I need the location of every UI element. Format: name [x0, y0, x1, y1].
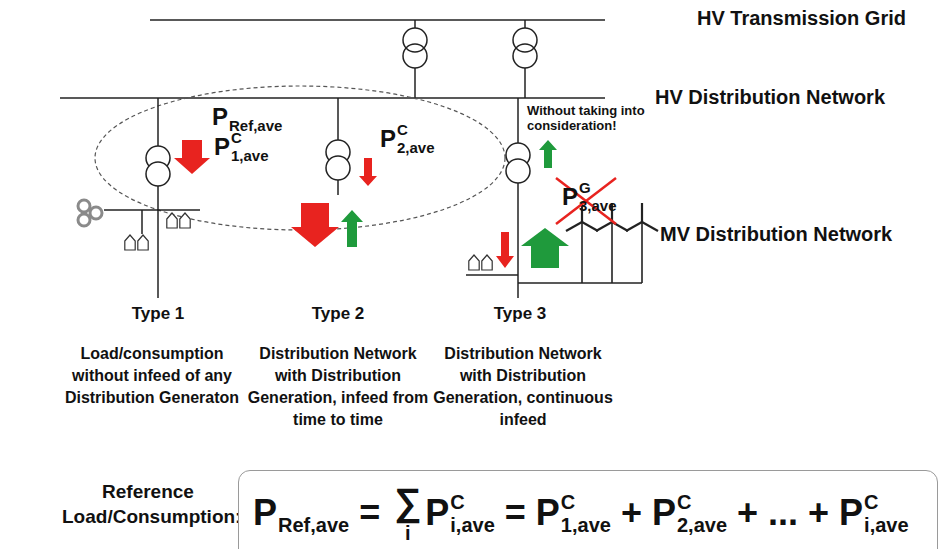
subscript: i,ave [450, 515, 494, 535]
house-icon [167, 213, 177, 228]
subscript: 1,ave [231, 148, 269, 163]
type-label: Type 1 [108, 304, 208, 324]
superscript: C [561, 492, 575, 512]
house-icon [469, 255, 479, 270]
level-label: HV Transmission Grid [697, 7, 906, 30]
power-symbol: P [536, 495, 560, 531]
subscript: 3,ave [579, 198, 617, 213]
consumption-arrow [359, 158, 377, 186]
index-stack: G 3,ave [579, 180, 617, 213]
house-icon [180, 213, 190, 228]
power-symbol: P [839, 495, 863, 531]
superscript: G [579, 180, 591, 195]
type-label: Type 2 [288, 304, 388, 324]
index-stack: C 2,ave [677, 492, 727, 535]
math-operator: + ... + [737, 495, 829, 531]
type-description: Distribution Network with Distribution G… [433, 343, 613, 431]
subscript: 2,ave [677, 515, 727, 535]
level-label: HV Distribution Network [655, 86, 885, 109]
power-symbol: P [212, 105, 228, 129]
note-text: Without taking into consideration! [527, 104, 687, 134]
subscript: Ref,ave [278, 515, 349, 535]
math-operator: = [505, 495, 526, 531]
feeder-type-1 [104, 98, 200, 298]
power-symbol: P [562, 185, 578, 209]
consumption-arrow [291, 203, 339, 247]
subscript: i,ave [864, 515, 908, 535]
subscript: 2,ave [397, 140, 435, 155]
type-description: Load/consumption without infeed of any D… [62, 343, 242, 409]
infeed-arrow [539, 140, 557, 168]
superscript: C [864, 492, 878, 512]
index-stack: Ref,ave [278, 492, 349, 535]
sum-block: ∑i [394, 483, 421, 543]
math-operator: + [621, 495, 642, 531]
power-label: PRef,ave [212, 100, 282, 133]
index-stack: Ci,ave [864, 492, 908, 535]
level-label: MV Distribution Network [660, 223, 892, 246]
power-symbol: P [652, 495, 676, 531]
house-icon [125, 235, 135, 250]
index-stack: Ref,ave [229, 100, 282, 133]
power-label: PC 2,ave [380, 122, 435, 155]
infeed-arrow [341, 210, 363, 247]
power-symbol: P [425, 495, 449, 531]
feeder-type-2 [326, 98, 350, 195]
reference-group-ellipse [95, 86, 505, 230]
superscript: C [231, 130, 242, 145]
consumption-arrow [174, 140, 210, 174]
formula-row: PRef,ave=∑iPCi,ave=PC1,ave+PC2,ave+ ... … [239, 471, 937, 543]
infeed-arrow [521, 228, 569, 268]
superscript: C [450, 492, 464, 512]
distribution-busbar [60, 97, 605, 99]
transmission-busbar [150, 19, 605, 21]
index-stack: C 2,ave [397, 122, 435, 155]
wind-turbine-icon [626, 203, 658, 283]
sum-index: i [405, 523, 411, 543]
sum-sign: ∑ [394, 483, 421, 521]
motor-load-symbol [78, 200, 102, 226]
type-label: Type 3 [470, 304, 570, 324]
math-operator: = [359, 495, 380, 531]
power-label: PC 1,ave [214, 130, 269, 163]
power-symbol: P [380, 127, 396, 151]
type-description: Distribution Network with Distribution G… [245, 343, 431, 431]
power-label: PG 3,ave [562, 180, 617, 213]
cross-out-mark [556, 178, 616, 224]
transformer-symbol [403, 20, 427, 98]
wind-turbine-icon [596, 203, 628, 283]
index-stack: C 1,ave [561, 492, 611, 535]
index-stack: Ci,ave [450, 492, 494, 535]
formula-box: PRef,ave=∑iPCi,ave=PC1,ave+PC2,ave+ ... … [238, 470, 938, 549]
subscript: 1,ave [561, 515, 611, 535]
wind-turbine-icon [566, 203, 598, 283]
consumption-arrow [496, 232, 514, 268]
index-stack: C 1,ave [231, 130, 269, 163]
house-icon [482, 255, 492, 270]
transformer-symbol [513, 20, 537, 98]
formula-heading: Reference Load/Consumption: [62, 480, 234, 529]
superscript: C [397, 122, 408, 137]
power-symbol: P [214, 135, 230, 159]
house-icon [138, 235, 148, 250]
superscript: C [677, 492, 691, 512]
power-symbol: P [253, 495, 277, 531]
